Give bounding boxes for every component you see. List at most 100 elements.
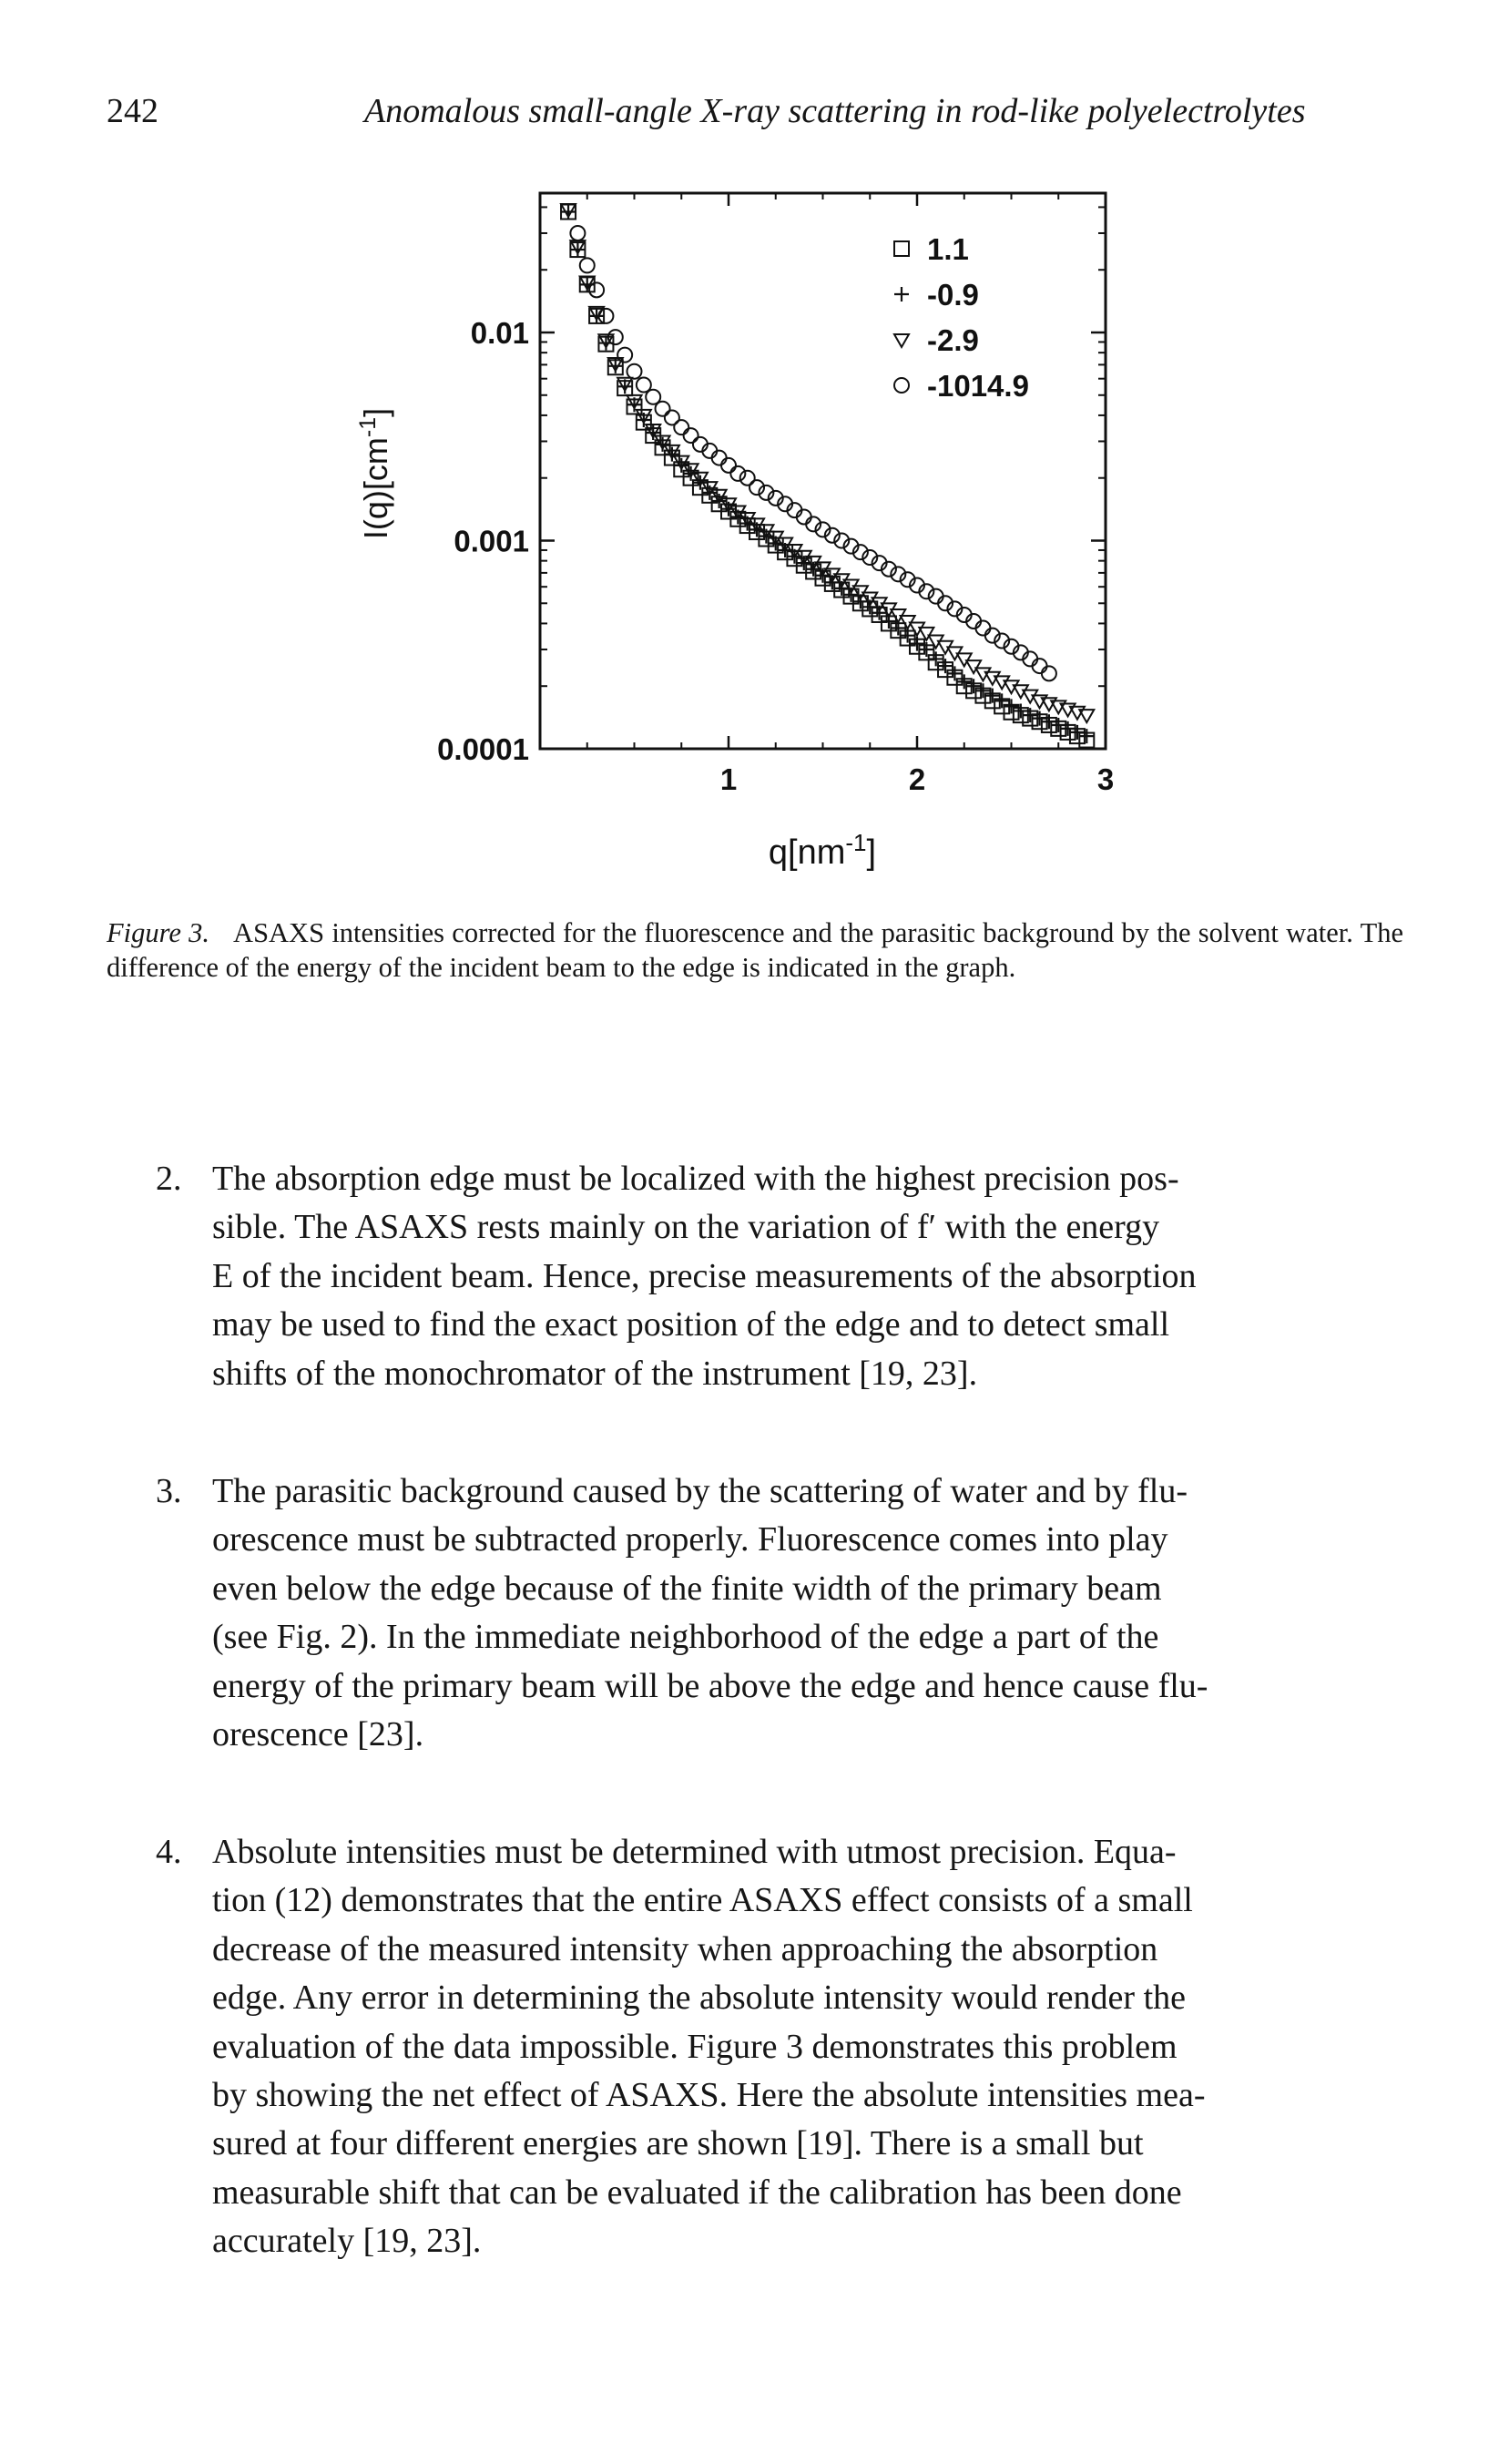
data-point-plus: [919, 641, 934, 657]
text-line: even below the edge because of the finit…: [212, 1569, 1162, 1608]
data-point-plus: [636, 413, 651, 428]
data-point-circle: [758, 484, 775, 501]
data-point-circle: [654, 400, 671, 417]
data-point-triangle-down: [616, 376, 634, 393]
data-point-triangle-down: [578, 275, 596, 291]
data-point-circle: [729, 465, 747, 482]
data-point-plus: [994, 693, 1010, 709]
data-point-circle: [607, 329, 624, 346]
list-item: 3. The parasitic background caused by th…: [156, 1467, 1403, 1759]
data-point-triangle-down: [709, 488, 729, 505]
data-point-circle: [805, 516, 822, 533]
data-point-circle: [871, 555, 888, 572]
caption-text: ASAXS intensities corrected for the fluo…: [107, 917, 1403, 983]
data-point-circle: [569, 224, 586, 241]
legend-marker-plus: [894, 287, 909, 302]
data-point-circle: [635, 376, 652, 394]
data-point-plus: [1069, 724, 1085, 740]
list-item-number: 3.: [156, 1472, 182, 1510]
text-line: sured at four different energies are sho…: [212, 2124, 1144, 2163]
page-number: 242: [107, 92, 158, 130]
text-line: E of the incident beam. Hence, precise m…: [212, 1256, 1197, 1295]
text-line: evaluation of the data impossible. Figur…: [212, 2027, 1178, 2066]
data-point-triangle-down: [964, 659, 983, 676]
data-point-circle: [814, 521, 831, 538]
data-point-triangle-down: [644, 424, 662, 440]
data-point-circle: [994, 632, 1011, 649]
text-line: decrease of the measured intensity when …: [212, 1929, 1158, 1968]
data-point-circle: [626, 363, 643, 380]
x-axis-label: q[nm-1]: [769, 829, 876, 872]
list-item: 2. The absorption edge must be localized…: [156, 1155, 1403, 1398]
list-item-number: 2.: [156, 1160, 182, 1198]
text-line: shifts of the monochromator of the instr…: [212, 1354, 978, 1393]
text-line: orescence [23].: [212, 1715, 424, 1754]
list-item-text: The absorption edge must be localized wi…: [212, 1155, 1403, 1398]
list-item-text: The parasitic background caused by the s…: [212, 1467, 1403, 1759]
data-point-circle: [890, 566, 907, 583]
data-point-triangle-down: [672, 455, 690, 471]
data-point-circle: [833, 532, 851, 549]
data-point-triangle-down: [681, 463, 700, 479]
data-point-triangle-down: [917, 626, 936, 642]
text-line: (see Fig. 2). In the immediate neighborh…: [212, 1618, 1159, 1657]
data-point-plus: [852, 594, 868, 609]
data-point-circle: [645, 388, 662, 405]
legend-label: 1.1: [927, 232, 969, 266]
y-tick-label: 0.001: [454, 525, 529, 558]
data-point-plus: [1041, 714, 1056, 730]
data-point-circle: [588, 281, 606, 299]
list-item: 4. Absolute intensities must be determin…: [156, 1828, 1403, 2266]
data-point-circle: [682, 427, 699, 445]
data-point-plus: [956, 674, 972, 690]
data-point-circle: [673, 419, 690, 436]
data-point-plus: [1023, 708, 1038, 723]
data-point-circle: [937, 595, 954, 612]
y-axis-label: I(q)[cm-1]: [355, 408, 394, 539]
y-tick-label: 0.0001: [437, 732, 529, 766]
legend-marker-triangle-down: [892, 333, 911, 350]
text-line: orescence must be subtracted properly. F…: [212, 1520, 1168, 1559]
data-point-plus: [947, 666, 963, 681]
text-line: measurable shift that can be evaluated i…: [212, 2173, 1182, 2212]
data-point-plus: [1004, 699, 1019, 714]
running-title: Anomalous small-angle X-ray scattering i…: [364, 92, 1306, 130]
data-point-plus: [1032, 711, 1047, 726]
text-line: tion (12) demonstrates that the entire A…: [212, 1881, 1193, 1920]
data-point-plus: [721, 501, 736, 516]
data-point-triangle-down: [691, 471, 709, 487]
data-point-circle: [823, 527, 841, 544]
data-point-circle: [597, 307, 615, 324]
data-point-plus: [702, 485, 718, 500]
data-point-plus: [900, 628, 915, 643]
legend-label: -0.9: [927, 278, 979, 312]
data-point-triangle-down: [663, 444, 681, 460]
data-point-plus: [1051, 717, 1066, 732]
data-point-triangle-down: [719, 497, 738, 514]
data-point-plus: [1079, 729, 1095, 744]
data-point-circle: [663, 409, 680, 426]
data-point-plus: [1013, 703, 1028, 719]
data-point-triangle-down: [559, 202, 577, 219]
x-tick-label: 3: [1097, 762, 1114, 796]
data-point-plus: [872, 605, 887, 620]
data-point-circle: [842, 537, 860, 555]
list-item-text: Absolute intensities must be determined …: [212, 1828, 1403, 2266]
data-point-plus: [928, 651, 943, 667]
legend-label: -1014.9: [927, 369, 1029, 403]
data-point-circle: [918, 583, 935, 600]
text-line: sible. The ASAXS rests mainly on the var…: [212, 1208, 1160, 1247]
x-tick-label: 2: [909, 762, 925, 796]
data-point-triangle-down: [635, 408, 653, 424]
plot-frame: [538, 191, 1107, 751]
data-point-circle: [851, 544, 869, 561]
legend-marker-square: [893, 240, 910, 257]
data-point-triangle-down: [1077, 709, 1096, 725]
data-point-circle: [880, 560, 897, 578]
data-point-plus: [910, 636, 924, 651]
data-point-circle: [578, 257, 596, 274]
data-point-plus: [975, 683, 991, 699]
data-point-plus: [984, 688, 1000, 703]
data-point-circle: [617, 346, 634, 363]
